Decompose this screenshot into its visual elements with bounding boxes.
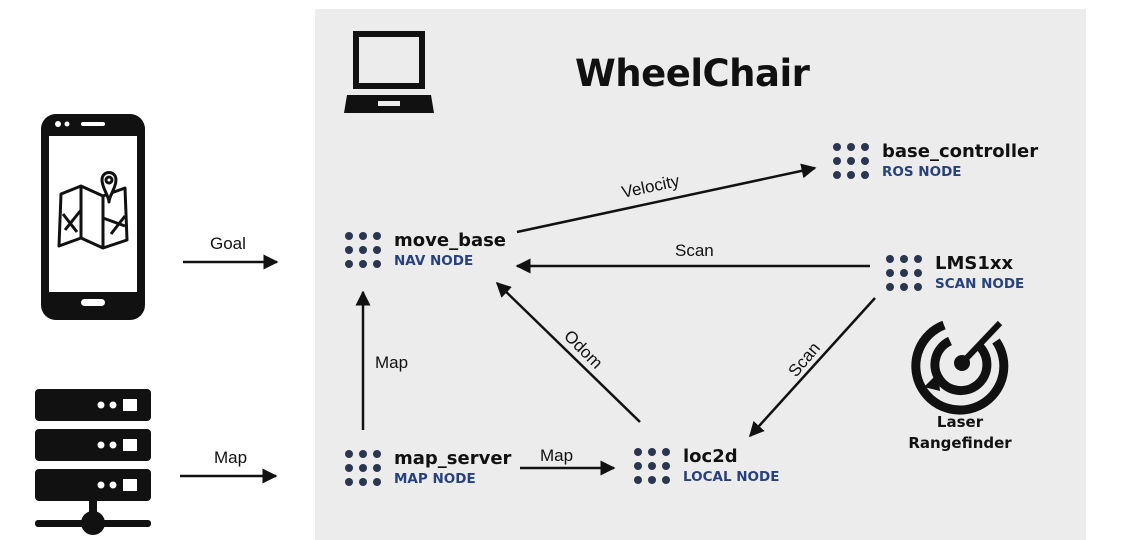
- node-base-controller: base_controller ROS NODE: [833, 141, 1038, 181]
- node-name: base_controller: [882, 141, 1039, 162]
- node-name: move_base: [394, 230, 507, 251]
- node-grid-icon: [634, 448, 670, 484]
- map-input-label: Map: [214, 448, 247, 467]
- node-loc2d: loc2d LOCAL NODE: [634, 446, 779, 486]
- node-move-base: move_base NAV NODE: [345, 230, 506, 270]
- node-kind: MAP NODE: [394, 471, 476, 487]
- node-grid-icon: [833, 143, 869, 179]
- node-lms1xx: LMS1xx SCAN NODE: [886, 253, 1024, 293]
- node-kind: LOCAL NODE: [683, 469, 780, 485]
- diagram-title: WheelChair: [575, 52, 810, 95]
- node-kind: ROS NODE: [882, 164, 962, 180]
- laser-rangefinder-icon: [911, 320, 1009, 415]
- node-map-server: map_server MAP NODE: [345, 448, 511, 488]
- wheelchair-panel: [315, 9, 1086, 540]
- laser-rangefinder-label: Laser Rangefinder: [890, 412, 1030, 454]
- node-grid-icon: [345, 232, 381, 268]
- scan-to-move-base-label: Scan: [675, 241, 714, 260]
- odom-arrow: [495, 281, 641, 423]
- node-name: LMS1xx: [935, 253, 1014, 274]
- node-name: loc2d: [683, 446, 738, 467]
- goal-label: Goal: [210, 234, 246, 253]
- node-name: map_server: [394, 448, 512, 469]
- smartphone-map-icon: [41, 114, 145, 320]
- laptop-icon: [344, 31, 434, 113]
- node-grid-icon: [345, 450, 381, 486]
- node-grid-icon: [886, 255, 922, 291]
- laser-label-line2: Rangefinder: [908, 434, 1012, 452]
- node-kind: SCAN NODE: [935, 276, 1025, 292]
- scan-to-loc2d-arrow: [748, 297, 876, 438]
- server-icon: [35, 389, 151, 535]
- node-kind: NAV NODE: [394, 253, 474, 269]
- laser-label-line1: Laser: [936, 413, 984, 431]
- map-to-move-base-label: Map: [375, 353, 408, 372]
- map-to-loc2d-label: Map: [540, 446, 573, 465]
- velocity-label: Velocity: [620, 171, 682, 202]
- velocity-arrow: [516, 163, 817, 234]
